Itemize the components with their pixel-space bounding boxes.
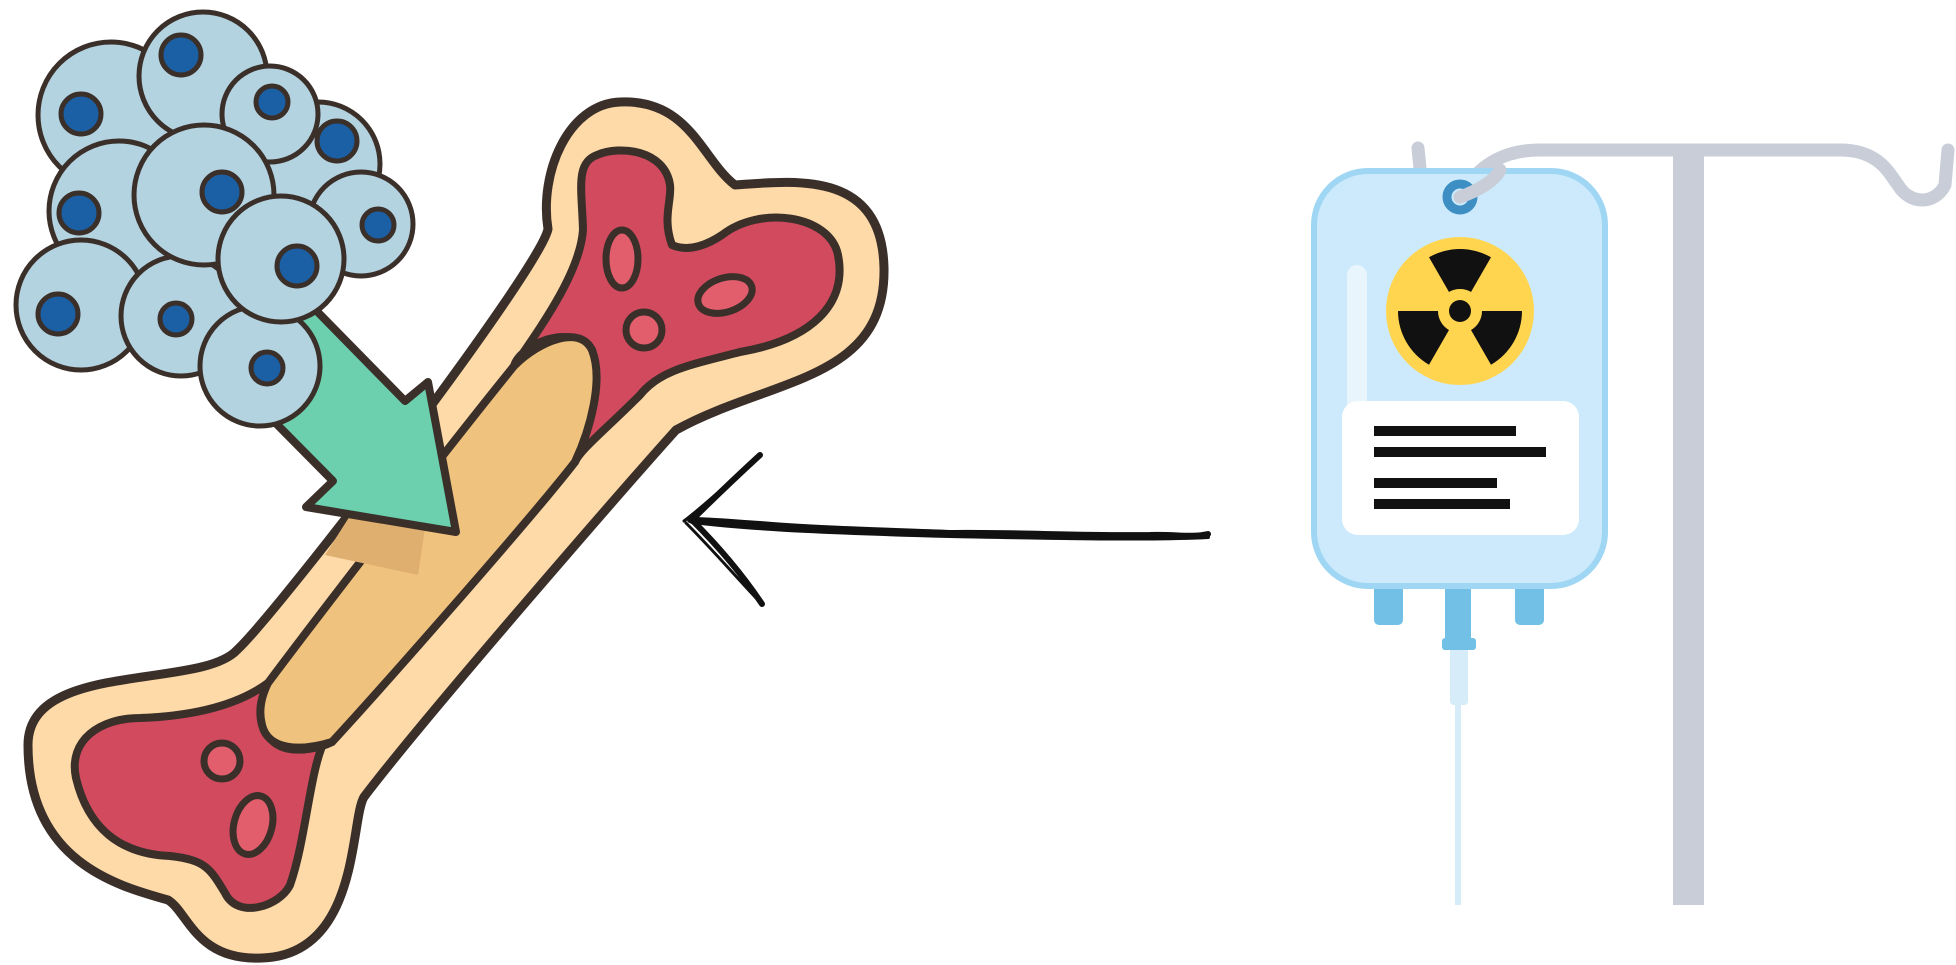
marrow-spot xyxy=(204,743,240,779)
cell-nucleus xyxy=(59,193,99,233)
cell-nucleus xyxy=(317,121,357,161)
cell-nucleus xyxy=(161,35,201,75)
iv-port xyxy=(1442,638,1476,650)
cell-nucleus xyxy=(277,246,317,286)
iv-label-line xyxy=(1374,478,1497,488)
cell-nucleus xyxy=(61,94,101,134)
iv-bag-hanger xyxy=(1418,148,1420,168)
cell-nucleus xyxy=(362,209,394,241)
iv-label xyxy=(1342,401,1579,535)
marrow-spot xyxy=(606,230,638,288)
iv-label-line xyxy=(1374,447,1546,457)
cell-nucleus xyxy=(160,303,192,335)
marrow-spot xyxy=(626,312,662,348)
cell-nucleus xyxy=(256,86,288,118)
cell-nucleus xyxy=(38,294,78,334)
stem-cell xyxy=(218,196,344,322)
iv-bag-icon xyxy=(1314,148,1605,905)
cell-nucleus xyxy=(202,172,242,212)
iv-label-line xyxy=(1374,499,1510,509)
iv-bag-highlight xyxy=(1347,265,1367,415)
radiation-symbol-icon xyxy=(1386,237,1534,385)
hand-drawn-arrow-icon xyxy=(684,455,1208,604)
iv-label-line xyxy=(1374,426,1516,436)
stem-cell xyxy=(200,306,320,426)
cell-nucleus xyxy=(251,352,283,384)
iv-stand-pole xyxy=(1673,150,1704,905)
